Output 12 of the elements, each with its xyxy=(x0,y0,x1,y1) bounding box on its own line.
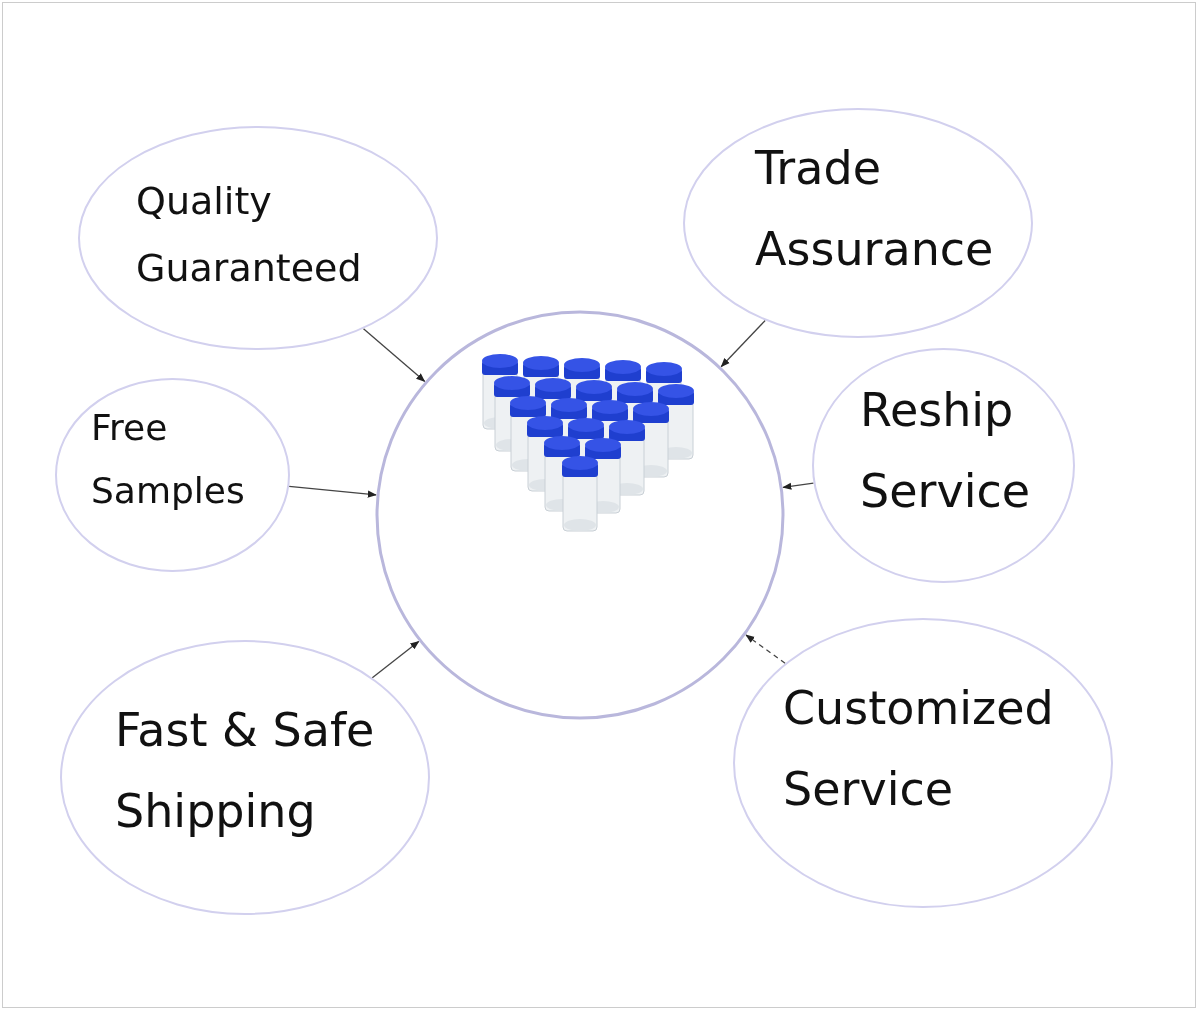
feature-label: Quality Guaranteed xyxy=(136,178,363,292)
feature-label: Customized Service xyxy=(783,680,1055,818)
feature-label: Fast & Safe Shipping xyxy=(115,702,376,840)
arrow xyxy=(362,328,426,382)
arrow xyxy=(371,640,420,679)
feature-label: Free Samples xyxy=(91,406,246,513)
feature-label: Reship Service xyxy=(860,382,1031,520)
arrow xyxy=(288,485,377,498)
feature-label: Trade Assurance xyxy=(755,140,995,278)
arrow xyxy=(720,319,766,368)
arrow xyxy=(782,482,815,490)
arrow xyxy=(745,634,786,664)
